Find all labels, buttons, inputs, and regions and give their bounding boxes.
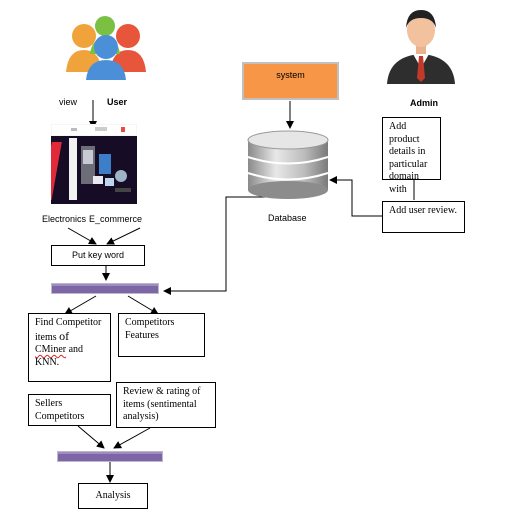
arrow-ecommerce-to-keyword <box>106 227 141 245</box>
put-keyword-label: Put key word <box>71 250 125 260</box>
competitor-features-box: Competitors Features <box>118 313 205 357</box>
analysis-box: Analysis <box>78 483 148 509</box>
sellers-competitors-label: Sellers Competitors <box>35 398 85 422</box>
sellers-competitors-box: Sellers Competitors <box>28 394 111 426</box>
users-group-icon <box>66 16 146 80</box>
database-icon <box>247 130 329 199</box>
find-competitor-prefix: Find Competitor items <box>35 317 102 343</box>
review-rating-label: Review & rating of items (sentimental an… <box>123 386 201 422</box>
system-label: system <box>276 70 305 80</box>
database-label: Database <box>268 213 307 223</box>
arrow-database-to-bar <box>163 196 290 295</box>
add-review-box: Add user review. <box>382 201 465 233</box>
electronics-label: Electronics <box>42 214 87 224</box>
ecommerce-screenshot-icon <box>51 124 137 204</box>
system-box: system <box>242 62 339 100</box>
arrow-electronics-to-keyword <box>67 227 97 245</box>
arrow-bar-to-find <box>64 295 97 315</box>
competitor-features-label: Competitors Features <box>125 317 175 341</box>
view-label: view <box>59 97 78 107</box>
find-competitor-of: of <box>59 328 70 343</box>
add-review-label: Add user review. <box>389 205 457 216</box>
arrow-review-to-bar2 <box>113 427 151 449</box>
ecommerce-label: E_commerce <box>89 214 143 224</box>
review-rating-box: Review & rating of items (sentimental an… <box>116 382 216 428</box>
arrow-bar-to-features <box>127 295 159 315</box>
find-competitor-box: Find Competitor items of CMiner and KNN. <box>28 313 111 382</box>
find-competitor-cminer: CMiner <box>35 344 67 355</box>
process-bar-bottom <box>57 451 163 462</box>
find-competitor-suffix: and KNN. <box>35 344 84 368</box>
admin-label: Admin <box>410 98 438 108</box>
add-product-label: Add product details in particular domain… <box>389 121 428 195</box>
arrow-review-to-database <box>329 176 382 217</box>
add-product-box: Add product details in particular domain… <box>382 117 441 195</box>
put-keyword-box: Put key word <box>51 245 145 266</box>
admin-person-icon <box>387 10 455 84</box>
arrow-sellers-to-bar2 <box>77 425 105 449</box>
analysis-label: Analysis <box>95 490 131 501</box>
user-label: User <box>107 97 128 107</box>
process-bar-top <box>51 283 159 294</box>
